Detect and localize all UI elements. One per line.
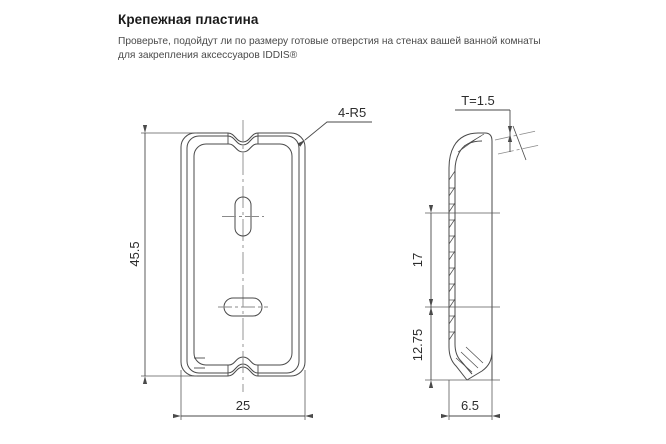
plate-outer-outline [180,132,306,377]
dimension-6-5-label: 6.5 [461,398,479,413]
upper-slot [222,196,264,237]
page-title: Крепежная пластина [118,12,259,27]
front-view-group: 45.5 25 4-R5 [127,105,372,420]
radius-callout-4-r5: 4-R5 [297,105,372,147]
dimension-width-25: 25 [173,370,313,420]
thickness-callout-label: T=1.5 [461,93,495,108]
dimension-6-5: 6.5 [441,380,500,420]
header: Крепежная пластина Проверьте, подойдут л… [118,12,588,63]
section-profile [448,132,493,381]
dimension-width-label: 25 [236,398,250,413]
plate-fold-outline [186,135,300,374]
dimension-17-label: 17 [410,253,425,267]
dimension-12-75: 12.75 [410,299,500,388]
lower-slot [218,297,268,317]
dimension-height-45-5: 45.5 [127,125,197,384]
page-description-line-2: для закрепления аксессуаров IDDIS® [118,50,298,61]
dimension-12-75-label: 12.75 [410,329,425,362]
section-hatching [448,133,485,373]
radius-callout-label: 4-R5 [338,105,366,120]
section-view-group: T=1.5 17 12.75 6.5 [410,93,541,420]
notch-tick-lines [194,133,259,376]
dimension-height-label: 45.5 [127,241,142,266]
thickness-callout-t-1-5: T=1.5 [455,93,541,161]
dimension-17: 17 [410,205,500,315]
plate-inner-outline [193,143,293,366]
page-description-line-1: Проверьте, подойдут ли по размеру готовы… [118,36,541,47]
